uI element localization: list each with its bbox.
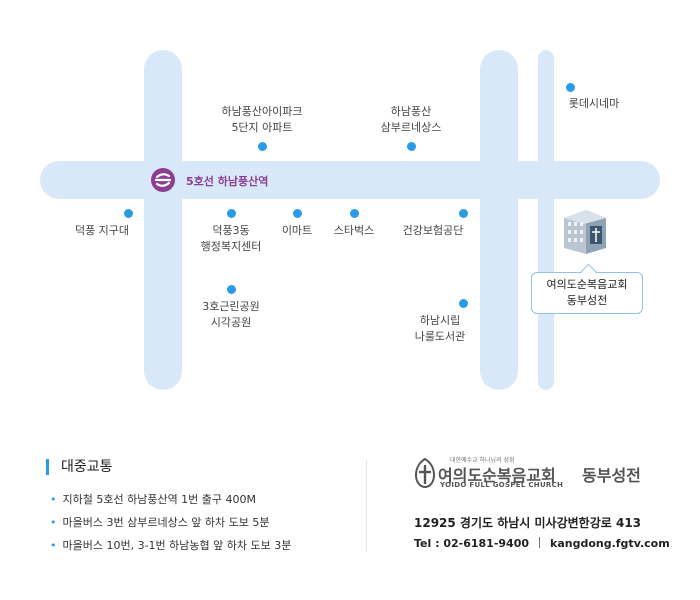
poi-label-deokpung-jigu: 덕풍 지구대 <box>74 224 130 237</box>
poi-label-nhis: 건강보험공단 <box>402 224 464 237</box>
poi-label-apt: 하남풍산아이파크 5단지 아파트 <box>221 105 303 134</box>
poi-label-emart: 이마트 <box>281 224 313 237</box>
transit-title: 대중교통 <box>46 459 113 475</box>
church-address: 12925 경기도 하남시 미사강변한강로 413 <box>414 516 642 530</box>
transit-item: • 마을버스 10번, 3-1번 하남농협 앞 하차 도보 3분 <box>50 537 291 553</box>
divider <box>539 537 541 548</box>
poi-label-lotte: 롯데시네마 <box>568 97 620 110</box>
road-vertical-left <box>144 50 182 390</box>
station-label: 5호선 하남풍산역 <box>186 175 269 188</box>
church-building-icon <box>560 204 610 256</box>
road-horizontal-main <box>40 161 660 199</box>
poi-label-sambu: 하남풍산 삼부르네상스 <box>380 105 442 134</box>
poi-dot-starbucks <box>350 209 359 218</box>
poi-label-park: 3호근린공원 시각공원 <box>202 300 260 329</box>
poi-dot-deokpung-jigu <box>124 209 133 218</box>
bullet-icon: • <box>50 516 57 529</box>
transit-item: • 마을버스 3번 삼부르네상스 앞 하차 도보 5분 <box>50 514 270 530</box>
poi-dot-nhis <box>459 209 468 218</box>
poi-label-starbucks: 스타벅스 <box>333 224 375 237</box>
bullet-icon: • <box>50 493 57 506</box>
church-contact: Tel : 02-6181-9400 kangdong.fgtv.com <box>414 537 670 550</box>
logo-sub: YOIDO FULL GOSPEL CHURCH <box>440 481 564 489</box>
church-logo: 대한예수교 하나님의 성회 여의도순복음교회 YOIDO FULL GOSPEL… <box>414 456 660 490</box>
transit-item-text: 마을버스 3번 삼부르네상스 앞 하차 도보 5분 <box>62 516 270 529</box>
road-vertical-narrow <box>538 50 554 390</box>
logo-main: 여의도순복음교회 <box>438 466 556 485</box>
bullet-icon: • <box>50 539 57 552</box>
road-vertical-right <box>480 50 518 390</box>
poi-dot-lotte <box>566 83 575 92</box>
poi-label-deokpung3: 덕풍3동 행정복지센터 <box>200 224 262 253</box>
logo-tagline: 대한예수교 하나님의 성회 <box>450 457 515 464</box>
poi-dot-emart <box>293 209 302 218</box>
transit-item: • 지하철 5호선 하남풍산역 1번 출구 400M <box>50 491 256 507</box>
transit-item-text: 마을버스 10번, 3-1번 하남농협 앞 하차 도보 3분 <box>62 539 292 552</box>
poi-dot-apt <box>258 142 267 151</box>
church-tel: Tel : 02-6181-9400 <box>414 537 530 550</box>
divider <box>366 460 367 552</box>
subway-station-icon <box>150 167 176 193</box>
poi-dot-sambu <box>407 142 416 151</box>
poi-dot-deokpung3 <box>227 209 236 218</box>
transit-item-text: 지하철 5호선 하남풍산역 1번 출구 400M <box>62 493 257 506</box>
church-callout: 여의도순복음교회 동부성전 <box>531 272 643 314</box>
church-emblem-icon <box>414 458 436 488</box>
church-website[interactable]: kangdong.fgtv.com <box>550 537 670 550</box>
poi-dot-park <box>227 285 236 294</box>
logo-branch: 동부성전 <box>582 466 641 485</box>
poi-label-library: 하남시립 나룰도서관 <box>414 314 466 343</box>
poi-dot-library <box>459 299 468 308</box>
